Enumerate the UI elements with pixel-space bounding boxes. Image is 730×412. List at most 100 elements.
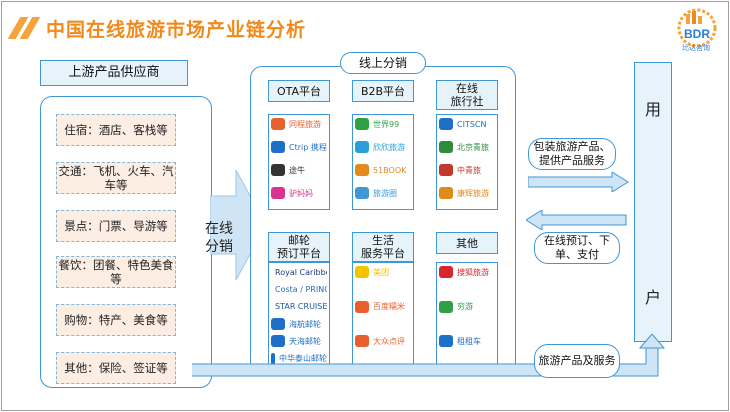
flow-bottom-label: 旅游产品及服务 <box>534 344 620 378</box>
partner-logo-icon <box>271 118 285 130</box>
partner-logo-text: Ctrip 携程 <box>289 142 327 152</box>
partner-logo: 天海邮轮 <box>271 335 327 348</box>
partner-logo-text: STAR CRUISES <box>275 302 327 312</box>
group-label: 邮轮 预订平台 <box>268 232 330 262</box>
group-label: B2B平台 <box>352 80 414 102</box>
group-logo-card <box>436 262 498 370</box>
partner-logo-text: 大众点评 <box>373 336 405 346</box>
flow-bottom-arrow-icon <box>192 334 666 377</box>
partner-logo-icon <box>271 187 285 199</box>
partner-logo-icon <box>355 118 369 130</box>
flow-middle-label: 在线预订、下单、支付 <box>534 232 620 264</box>
partner-logo: 途牛 <box>271 164 327 176</box>
partner-logo-icon <box>271 318 285 330</box>
flow-top-label: 包装旅游产品、提供产品服务 <box>528 138 616 170</box>
partner-logo-text: Costa / PRINCESS CRUISES <box>275 284 327 294</box>
group-label: 其他 <box>436 232 498 254</box>
partner-logo: CITSCN <box>439 118 495 130</box>
partner-logo-icon <box>355 164 369 176</box>
group-label: 生活 服务平台 <box>352 232 414 262</box>
partner-logo-icon <box>439 335 453 348</box>
partner-logo-text: 中青旅 <box>457 165 481 175</box>
partner-logo-text: 租租车 <box>457 336 481 346</box>
flow-right-arrow-icon <box>528 172 629 192</box>
partner-logo-text: CITSCN <box>457 119 487 129</box>
partner-logo: 北京青旅 <box>439 141 495 153</box>
user-label-1: 用 <box>644 100 661 119</box>
partner-logo-text: 海航邮轮 <box>289 319 321 329</box>
partner-logo-text: 51BOOK <box>373 165 407 175</box>
partner-logo-text: 途牛 <box>289 165 305 175</box>
partner-logo-text: Royal Caribbean <box>275 267 327 277</box>
online-distribution-label: 在线 分销 <box>205 221 233 255</box>
partner-logo: Royal Caribbean <box>271 266 327 278</box>
partner-logo-icon <box>439 300 453 313</box>
partner-logo-icon <box>271 164 285 176</box>
partner-logo: 康辉旅游 <box>439 187 495 199</box>
partner-logo: 驴妈妈 <box>271 187 327 199</box>
partner-logo-text: 欣欣旅游 <box>373 142 405 152</box>
partner-logo: STAR CRUISES <box>271 301 327 313</box>
partner-logo: 中华泰山邮轮 <box>271 352 327 365</box>
partner-logo-icon <box>271 335 285 348</box>
partner-logo: 百度糯米 <box>355 300 411 313</box>
user-box <box>634 62 672 342</box>
partner-logo: 51BOOK <box>355 164 411 176</box>
online-header: 线上分销 <box>340 52 426 74</box>
group-logo-card <box>268 262 330 370</box>
partner-logo-text: 搜狐旅游 <box>457 267 489 277</box>
partner-logo-icon <box>355 266 369 278</box>
partner-logo: 旅游圈 <box>355 187 411 199</box>
partner-logo: Costa / PRINCESS CRUISES <box>271 283 327 295</box>
partner-logo-text: 天海邮轮 <box>289 336 321 346</box>
partner-logo-icon <box>439 187 453 199</box>
partner-logo-text: 北京青旅 <box>457 142 489 152</box>
partner-logo-icon <box>439 118 453 130</box>
upstream-item: 其他：保险、签证等 <box>56 352 176 384</box>
partner-logo: 穷游 <box>439 300 495 313</box>
partner-logo: 欣欣旅游 <box>355 141 411 153</box>
partner-logo-text: 中华泰山邮轮 <box>279 354 327 364</box>
partner-logo-icon <box>355 141 369 153</box>
upstream-item: 住宿：酒店、客栈等 <box>56 114 176 146</box>
partner-logo-text: 驴妈妈 <box>289 188 313 198</box>
partner-logo-icon <box>439 266 453 278</box>
partner-logo: 美团 <box>355 266 411 278</box>
partner-logo-text: 同程旅游 <box>289 119 321 129</box>
partner-logo-icon <box>439 164 453 176</box>
logo-subtext: 比达咨询 <box>682 44 710 52</box>
partner-logo-text: 美团 <box>373 267 389 277</box>
partner-logo-icon <box>271 141 285 153</box>
partner-logo-icon <box>355 335 369 348</box>
partner-logo: 大众点评 <box>355 335 411 348</box>
upstream-item: 餐饮：团餐、特色美食等 <box>56 256 176 288</box>
partner-logo-text: 世界99 <box>373 119 400 129</box>
partner-logo: 搜狐旅游 <box>439 266 495 278</box>
upstream-item: 交通：飞机、火车、汽车等 <box>56 162 176 194</box>
partner-logo: Ctrip 携程 <box>271 141 327 153</box>
partner-logo: 租租车 <box>439 335 495 348</box>
logo-text: BDR <box>684 27 710 41</box>
group-label: OTA平台 <box>268 80 330 102</box>
partner-logo-text: 百度糯米 <box>373 302 405 312</box>
partner-logo: 海航邮轮 <box>271 318 327 330</box>
partner-logo-text: 穷游 <box>457 302 473 312</box>
upstream-item: 景点：门票、导游等 <box>56 210 176 242</box>
partner-logo: 同程旅游 <box>271 118 327 130</box>
partner-logo-icon <box>439 141 453 153</box>
partner-logo-text: 旅游圈 <box>373 188 397 198</box>
group-label: 在线 旅行社 <box>436 80 498 110</box>
partner-logo: 世界99 <box>355 118 411 130</box>
bdr-logo-icon: BDR <box>677 8 717 48</box>
partner-logo-text: 康辉旅游 <box>457 188 489 198</box>
partner-logo-icon <box>271 352 275 365</box>
group-logo-card <box>352 262 414 370</box>
partner-logo-icon <box>355 300 369 313</box>
partner-logo-icon <box>355 187 369 199</box>
flow-left-arrow-icon <box>526 210 627 230</box>
user-label-2: 户 <box>644 288 661 307</box>
page-title: 中国在线旅游市场产业链分析 <box>46 19 307 41</box>
upstream-header: 上游产品供应商 <box>40 60 188 86</box>
partner-logo: 中青旅 <box>439 164 495 176</box>
